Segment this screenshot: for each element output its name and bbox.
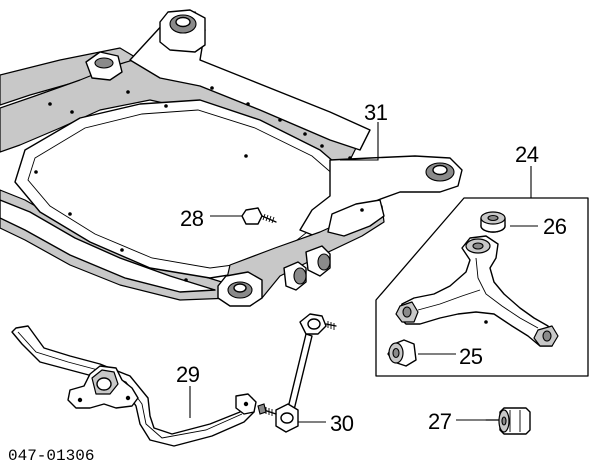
rear-bushing-27	[485, 407, 531, 435]
callout-24: 24	[515, 142, 539, 167]
lower-control-arm	[395, 235, 559, 347]
front-bushing-25	[387, 339, 417, 367]
stabilizer-bar-29	[11, 325, 257, 447]
ball-joint-bushing-26	[480, 211, 506, 233]
callout-30: 30	[330, 411, 354, 436]
stabilizer-link-30	[257, 313, 337, 433]
callout-29: 29	[176, 362, 200, 387]
callout-28: 28	[180, 206, 204, 231]
callout-25: 25	[459, 344, 483, 369]
callout-31: 31	[364, 100, 388, 125]
diagram-code: 047-01306	[8, 447, 94, 465]
bolt-28	[241, 207, 277, 225]
callout-26: 26	[543, 214, 567, 239]
callout-27: 27	[428, 409, 452, 434]
subframe	[0, 9, 463, 307]
leader-lines	[189, 122, 538, 423]
control-arm-kit-box-24	[375, 166, 589, 377]
